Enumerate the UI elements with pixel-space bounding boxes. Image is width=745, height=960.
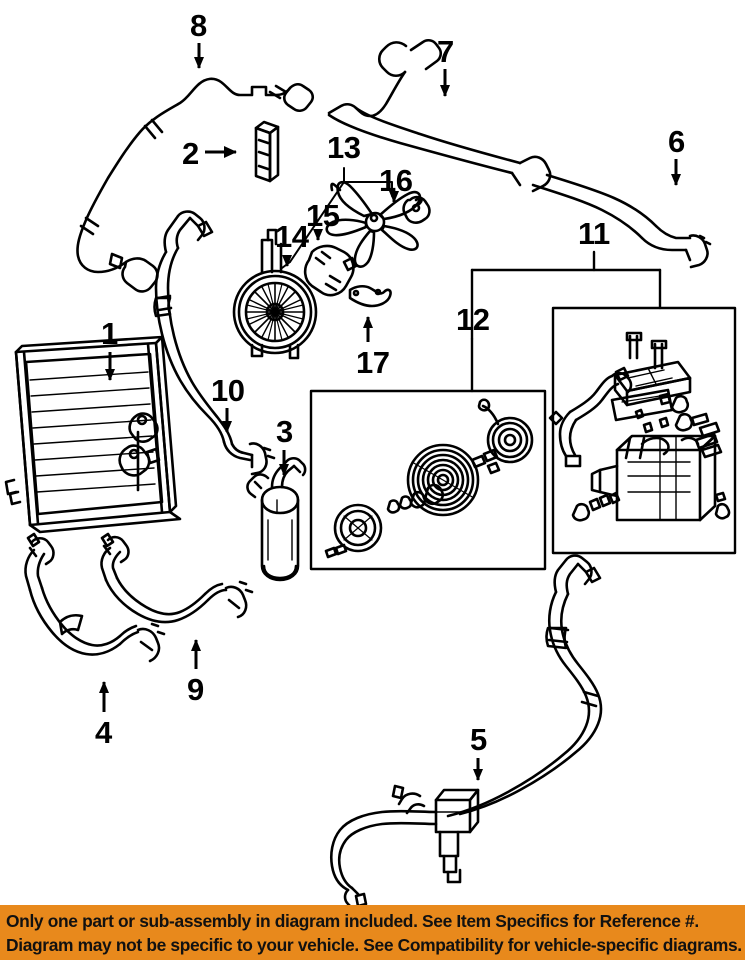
callout-label-4: 4: [95, 715, 112, 750]
callout-label-6: 6: [668, 124, 685, 159]
callout-label-7: 7: [437, 34, 454, 69]
callout-label-16: 16: [379, 163, 413, 198]
callout-label-1: 1: [101, 316, 118, 351]
callout-label-14: 14: [275, 219, 309, 254]
callout-label-2: 2: [182, 136, 199, 171]
disclaimer-line-1: Only one part or sub-assembly in diagram…: [6, 911, 699, 931]
callout-label-17: 17: [356, 345, 390, 380]
callout-label-13: 13: [327, 130, 361, 165]
disclaimer-line-2: Diagram may not be specific to your vehi…: [6, 935, 742, 955]
parts-diagram: 8 7 6 2 13 16 15 11 14 1 12 17 10 3 9 4 …: [4, 8, 737, 905]
callout-label-12: 12: [456, 302, 490, 337]
callout-label-15: 15: [306, 198, 340, 233]
callout-label-5: 5: [470, 722, 487, 757]
callout-label-10: 10: [211, 373, 245, 408]
parts-diagram-illustration: [4, 38, 737, 905]
callout-label-9: 9: [187, 672, 204, 707]
disclaimer-banner: Only one part or sub-assembly in diagram…: [0, 905, 745, 960]
callout-label-3: 3: [276, 414, 293, 449]
callout-label-8: 8: [190, 8, 207, 43]
callout-label-11: 11: [578, 216, 610, 251]
